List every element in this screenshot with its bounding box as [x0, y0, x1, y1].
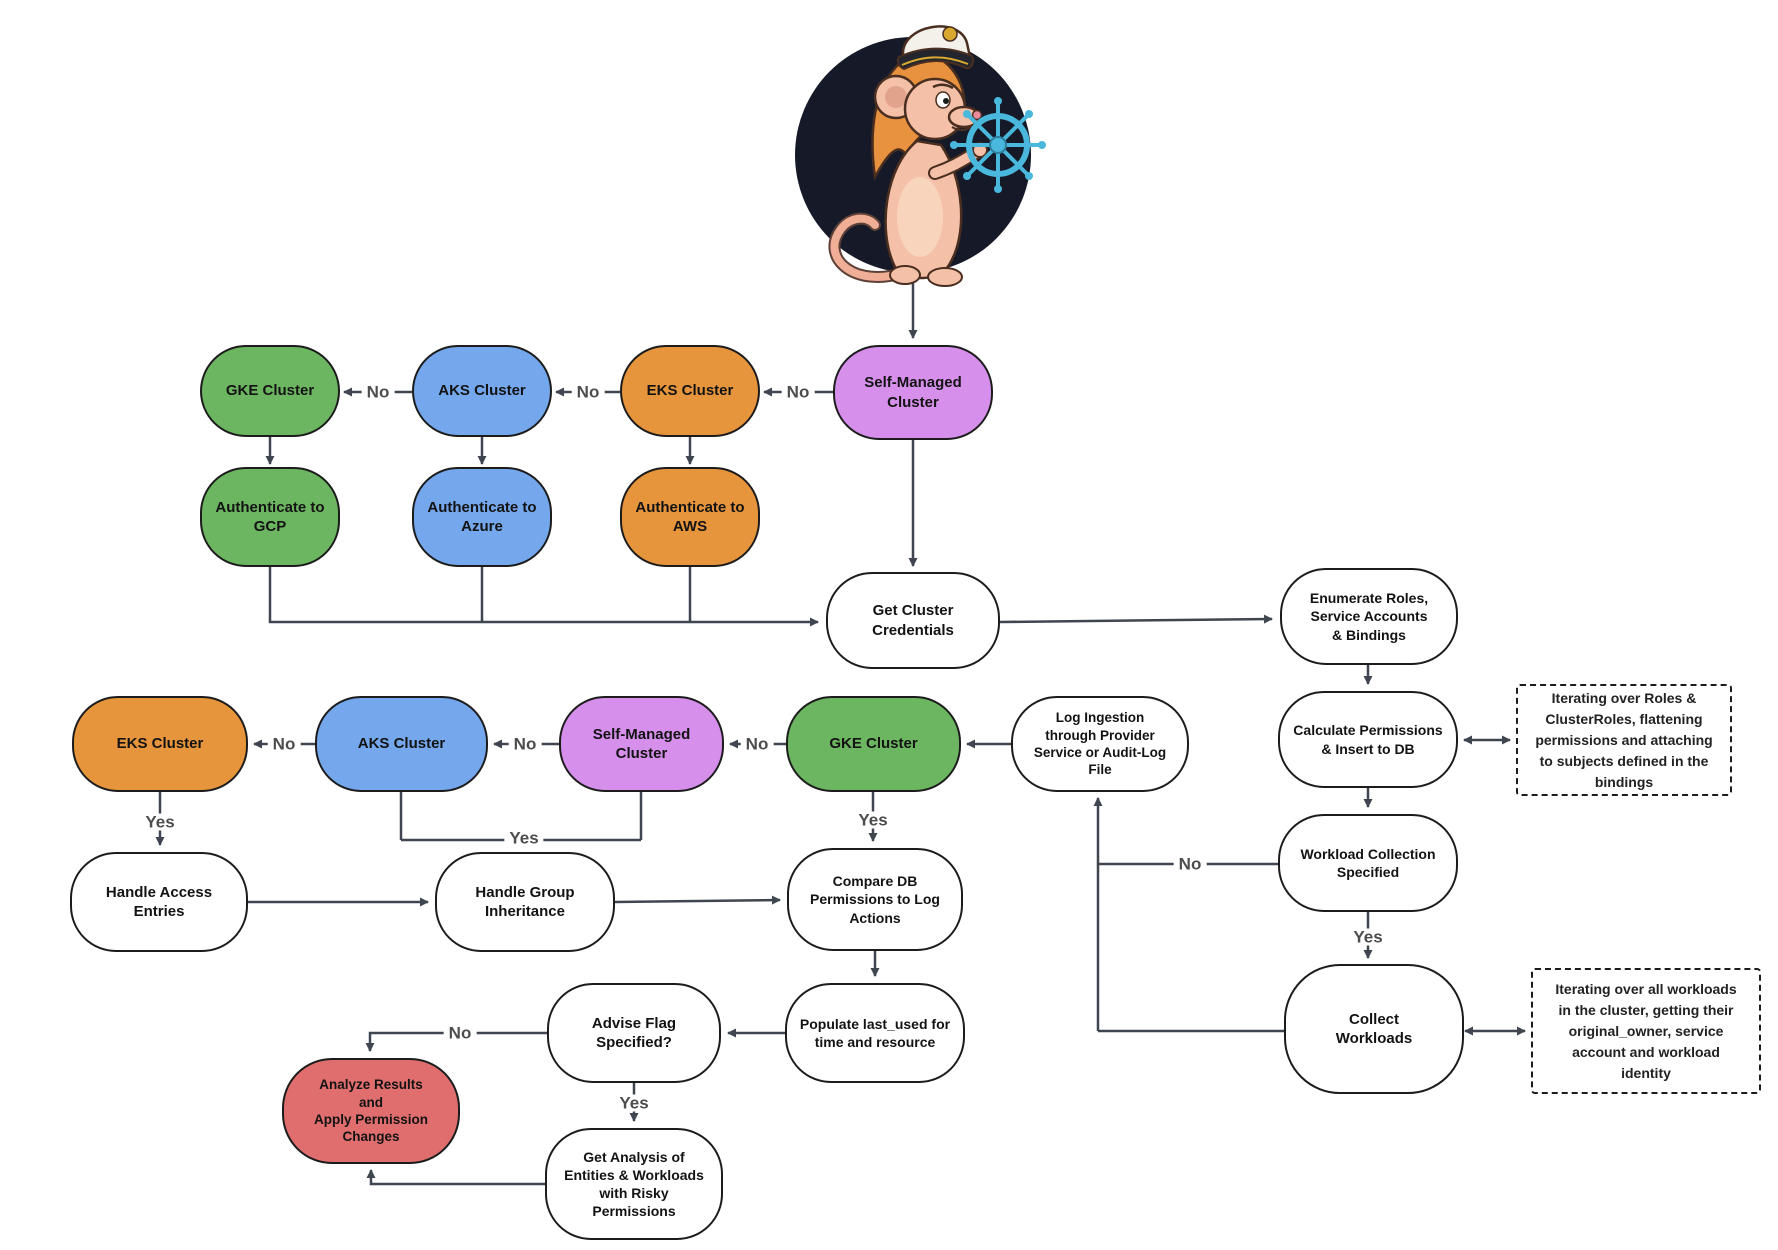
edge-label-yes-advise: Yes [614, 1094, 654, 1112]
edge-label-no-advise: No [443, 1024, 477, 1042]
edge-auth-gcc [268, 567, 819, 627]
node-enumerate-roles: Enumerate Roles, Service Accounts & Bind… [1280, 568, 1458, 665]
edge-hgi-cmp [614, 895, 781, 905]
edge-label-no-sm1-eks1: No [781, 383, 815, 401]
edge-label-no-eks1-aks1: No [571, 383, 605, 401]
node-advise-flag-specified: Advise Flag Specified? [547, 983, 721, 1083]
node-analyze-results: Analyze Results and Apply Permission Cha… [282, 1058, 460, 1164]
node-authenticate-gcp: Authenticate to GCP [200, 467, 340, 567]
node-get-analysis-risky: Get Analysis of Entities & Workloads wit… [545, 1128, 723, 1240]
edge-label-no-gke2-sm2: No [740, 735, 774, 753]
node-gke-cluster-top: GKE Cluster [200, 345, 340, 437]
node-compare-db-permissions: Compare DB Permissions to Log Actions [787, 848, 963, 951]
node-aks-cluster-mid: AKS Cluster [315, 696, 488, 792]
edge-label-yes-gke2: Yes [853, 811, 893, 829]
node-populate-last-used: Populate last_used for time and resource [785, 983, 965, 1083]
node-aks-cluster-top: AKS Cluster [412, 345, 552, 437]
edge-label-no-aks2-eks2: No [267, 735, 301, 753]
edge-adv-analyze-no [365, 1031, 547, 1052]
ship-wheel-icon [950, 97, 1046, 193]
node-workload-collection-specified: Workload Collection Specified [1278, 814, 1458, 912]
node-collect-workloads: Collect Workloads [1284, 964, 1464, 1094]
node-log-ingestion: Log Ingestion through Provider Service o… [1011, 696, 1189, 792]
edge-label-no-sm2-aks2: No [508, 735, 542, 753]
edge-label-no-aks1-gke1: No [361, 383, 395, 401]
note-iterating-roles: Iterating over Roles & ClusterRoles, fla… [1516, 684, 1732, 796]
edge-label-yes-wcs: Yes [1348, 928, 1388, 946]
node-calculate-permissions: Calculate Permissions & Insert to DB [1278, 691, 1458, 788]
captain-rat-mascot-image [795, 25, 1046, 287]
note-iterating-workloads: Iterating over all workloads in the clus… [1531, 968, 1761, 1094]
node-handle-group-inheritance: Handle Group Inheritance [435, 852, 615, 952]
node-self-managed-cluster-top: Self-Managed Cluster [833, 345, 993, 440]
edge-label-no-wcs: No [1173, 855, 1207, 873]
node-authenticate-azure: Authenticate to Azure [412, 467, 552, 567]
node-authenticate-aws: Authenticate to AWS [620, 467, 760, 567]
node-self-managed-cluster-mid: Self-Managed Cluster [559, 696, 724, 792]
connector-lines [155, 282, 1526, 1186]
node-handle-access-entries: Handle Access Entries [70, 852, 248, 952]
node-eks-cluster-top: EKS Cluster [620, 345, 760, 437]
captain-rat-mascot [773, 5, 1053, 305]
node-get-cluster-credentials: Get Cluster Credentials [826, 572, 1000, 669]
edge-label-yes-eks2: Yes [140, 813, 180, 831]
edge-gcc-enum [999, 614, 1273, 624]
node-eks-cluster-mid: EKS Cluster [72, 696, 248, 792]
edge-getan-analyze [366, 1169, 545, 1186]
edge-label-yes-merge: Yes [504, 829, 544, 847]
node-gke-cluster-mid: GKE Cluster [786, 696, 961, 792]
